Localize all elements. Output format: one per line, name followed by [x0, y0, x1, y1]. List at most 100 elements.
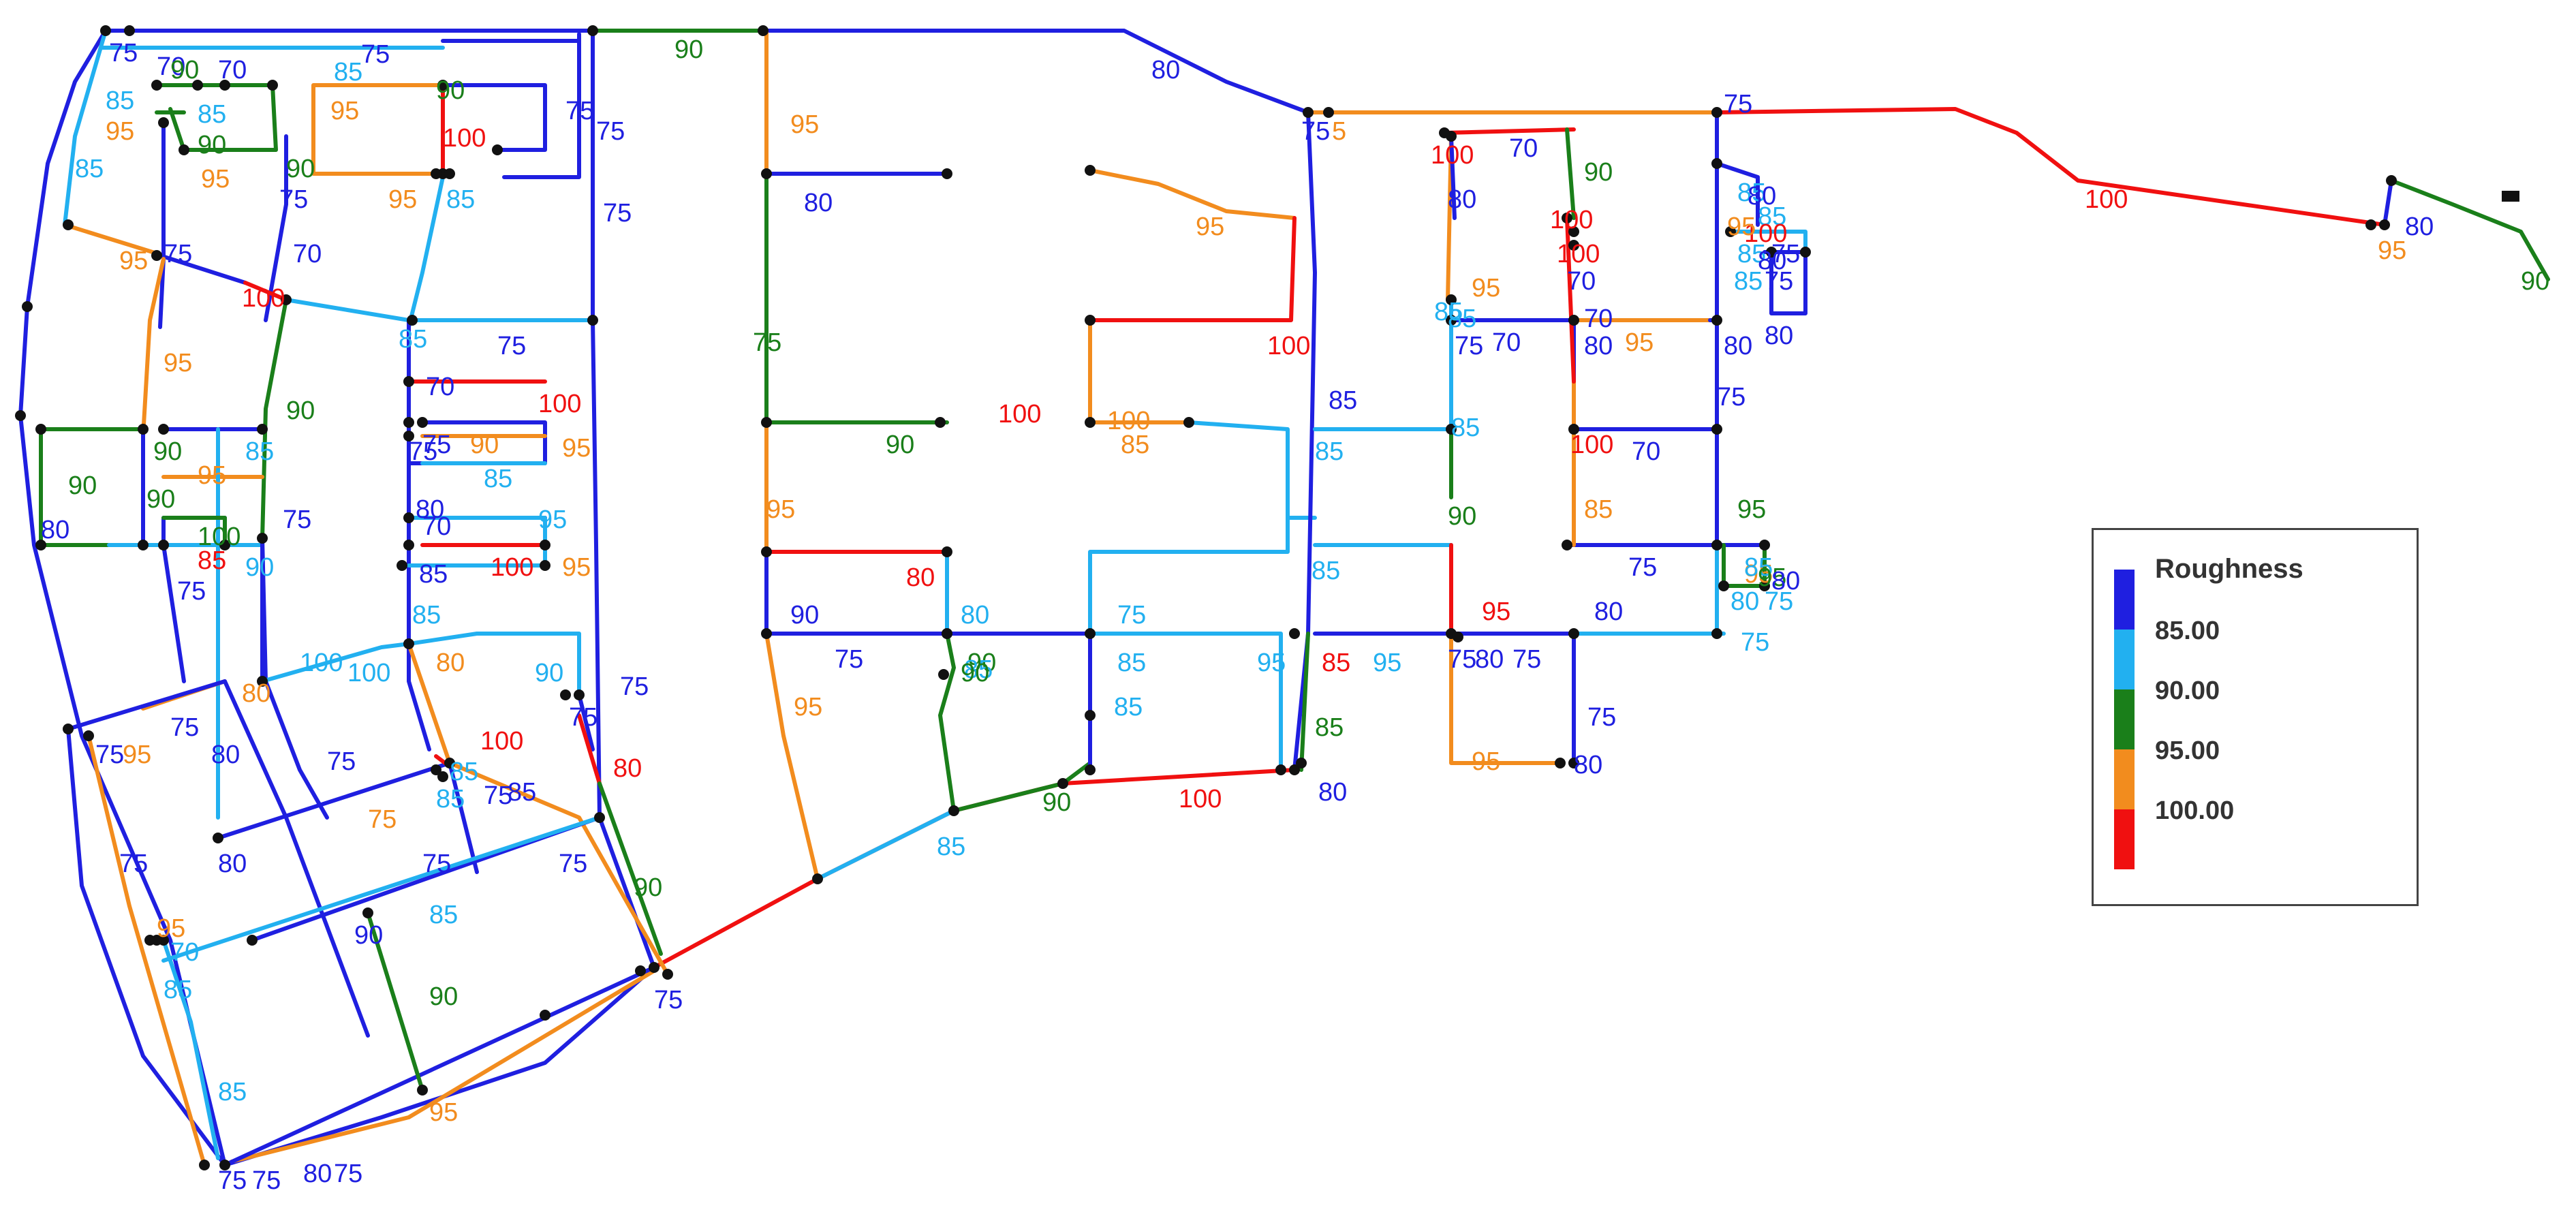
roughness-label: 100 — [1107, 407, 1150, 435]
junction-node — [1725, 226, 1736, 237]
junction-node — [362, 907, 373, 918]
roughness-label: 95 — [164, 349, 192, 377]
roughness-label: 85 — [1329, 386, 1357, 415]
pipe-segment — [230, 969, 656, 1164]
roughness-label: 90 — [1448, 502, 1476, 531]
junction-node — [138, 424, 149, 435]
roughness-label: 75 — [283, 506, 311, 534]
roughness-label: 100 — [1570, 431, 1613, 459]
roughness-label: 85 — [446, 185, 475, 214]
roughness-label: 95 — [1625, 328, 1654, 357]
roughness-label: 80 — [613, 754, 642, 783]
roughness-label: 90 — [674, 35, 703, 64]
roughness-label: 95 — [119, 247, 148, 275]
junction-node — [761, 417, 772, 428]
roughness-label: 80 — [804, 189, 833, 217]
junction-node — [219, 1160, 230, 1170]
roughness-label: 70 — [422, 512, 451, 541]
roughness-label: 85 — [1737, 178, 1766, 207]
roughness-label: 95 — [766, 495, 795, 524]
pipe-segment — [1449, 632, 1562, 765]
junction-node — [1296, 758, 1307, 768]
junction-node — [431, 168, 441, 179]
roughness-label: 5 — [1332, 117, 1346, 146]
pipe-segment — [161, 816, 602, 963]
roughness-label: 85 — [399, 325, 427, 354]
roughness-label: 85 — [508, 778, 536, 807]
roughness-label: 90 — [1042, 788, 1071, 817]
roughness-label: 90 — [286, 155, 315, 183]
pipe-segment — [1088, 420, 1290, 636]
pipe-segment — [1763, 250, 1807, 315]
pipe-segment — [448, 761, 670, 976]
junction-node — [942, 168, 952, 179]
junction-node — [158, 117, 169, 128]
junction-node — [1289, 764, 1300, 775]
junction-node — [179, 144, 189, 155]
roughness-label: 75 — [1771, 240, 1800, 268]
junction-node — [431, 764, 441, 775]
junction-node — [1711, 107, 1722, 118]
roughness-label: 90 — [634, 873, 662, 902]
roughness-label: 75 — [559, 850, 587, 878]
roughness-label: 80 — [436, 649, 465, 677]
roughness-label: 85 — [412, 601, 441, 630]
roughness-label: 85 — [1584, 495, 1613, 524]
junction-node — [219, 80, 230, 91]
junction-node — [151, 80, 162, 91]
roughness-label: 85 — [450, 758, 478, 786]
pipe-segment — [216, 761, 452, 840]
roughness-label: 75 — [1512, 645, 1541, 674]
junction-node — [812, 873, 823, 884]
pipe-segment — [87, 734, 206, 1167]
pipe-segment — [63, 29, 108, 227]
pipe-segment — [816, 809, 956, 881]
junction-node — [124, 25, 135, 36]
pipe-segment — [1565, 127, 1576, 220]
junction-node — [1568, 758, 1579, 768]
roughness-label: 85 — [198, 546, 226, 575]
junction-node — [587, 315, 598, 326]
roughness-label: 75 — [753, 328, 781, 357]
roughness-label: 95 — [1257, 649, 1286, 677]
roughness-label: 80 — [303, 1160, 332, 1188]
roughness-label: 95 — [106, 117, 134, 146]
junction-node — [758, 25, 769, 36]
junction-node — [35, 424, 46, 435]
junction-node — [1568, 315, 1579, 326]
roughness-label: 90 — [535, 659, 563, 687]
junction-node — [83, 730, 94, 741]
roughness-label: 95 — [1373, 649, 1401, 677]
roughness-label: 95 — [794, 693, 822, 721]
junction-node — [1759, 580, 1770, 591]
roughness-label: 80 — [906, 563, 935, 592]
roughness-label: 90 — [354, 921, 383, 950]
junction-node — [1275, 764, 1286, 775]
junction-node — [1562, 540, 1572, 550]
roughness-label: 100 — [347, 659, 390, 687]
junction-node — [403, 512, 414, 523]
roughness-label: 100 — [198, 523, 240, 551]
roughness-label: 80 — [416, 495, 444, 524]
roughness-label: 75 — [368, 805, 397, 834]
junction-node — [267, 80, 278, 91]
roughness-label: 75 — [1301, 117, 1330, 146]
reservoir-marker — [2502, 191, 2519, 202]
junction-node — [574, 689, 585, 700]
pipe-segment — [1565, 543, 1767, 588]
roughness-label: 85 — [218, 1078, 247, 1106]
junction-node — [63, 219, 74, 230]
roughness-label: 75 — [596, 117, 625, 146]
roughness-label: 85 — [1121, 431, 1149, 459]
junction-node — [587, 25, 598, 36]
junction-node — [1289, 628, 1300, 639]
roughness-label: 95 — [330, 97, 359, 125]
junction-node — [1085, 764, 1096, 775]
roughness-label: 95 — [198, 461, 226, 490]
junction-node — [403, 431, 414, 441]
roughness-label: 75 — [164, 240, 192, 268]
junction-node — [948, 805, 959, 816]
roughness-label: 80 — [41, 516, 69, 544]
pipe-segment — [407, 632, 581, 697]
